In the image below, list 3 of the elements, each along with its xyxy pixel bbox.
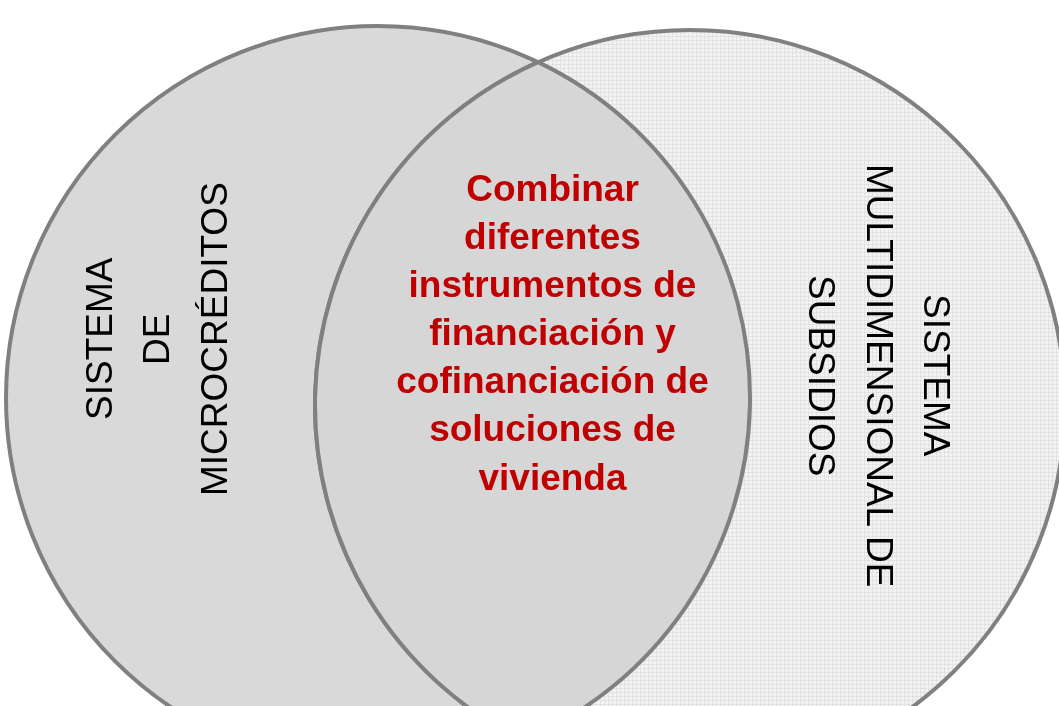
set-label: SISTEMA MULTIDIMENSIONAL DE SUBSIDIOS <box>800 162 959 590</box>
set-label: SISTEMA DE MICROCRÉDITOS <box>78 181 236 498</box>
overlap-label: Combinar diferentes instrumentos de financiación y cofinanciación de soluciones de vivienda <box>395 167 710 500</box>
